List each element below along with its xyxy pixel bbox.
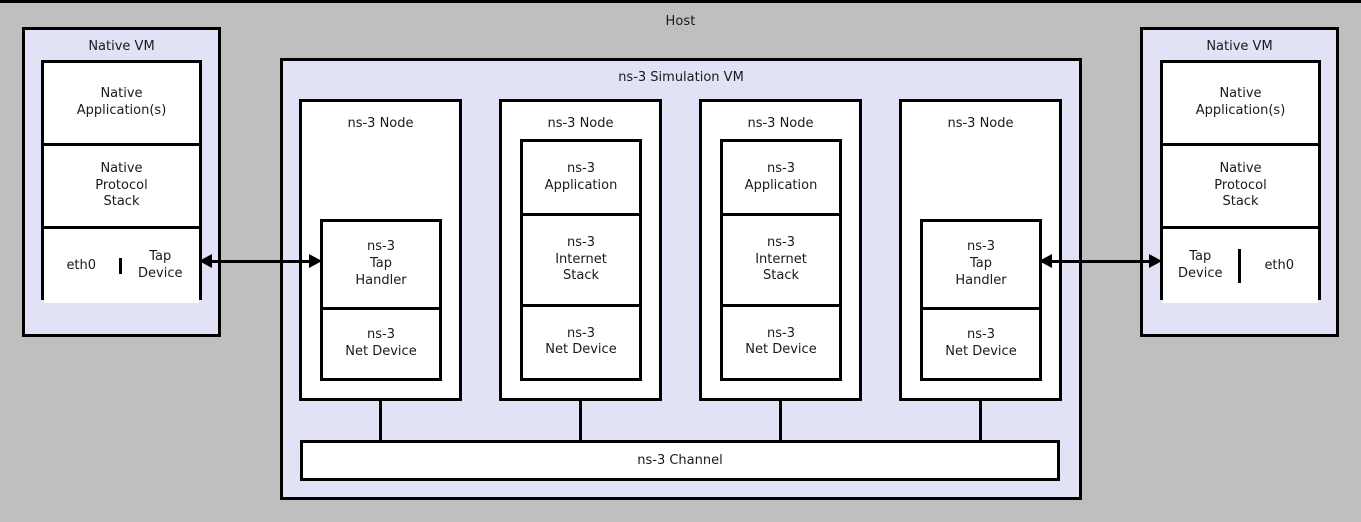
right-arrow-line bbox=[1047, 260, 1154, 263]
ns3-node-2-title: ns-3 Node bbox=[547, 116, 614, 131]
left-native-eth0: eth0 bbox=[44, 257, 122, 275]
right-native-protocol-stack: Native Protocol Stack bbox=[1163, 146, 1318, 229]
ns3-channel: ns-3 Channel bbox=[300, 440, 1060, 481]
ns3-node-4-stack: ns-3 Tap Handler ns-3 Net Device bbox=[920, 219, 1042, 381]
ns3-node-2-internet-stack: ns-3 Internet Stack bbox=[523, 216, 639, 307]
left-native-protocol-stack: Native Protocol Stack bbox=[44, 146, 199, 229]
ns3-node-2-application: ns-3 Application bbox=[523, 142, 639, 217]
right-native-tap-device: Tap Device bbox=[1163, 249, 1241, 283]
ns3-node-2-net-device: ns-3 Net Device bbox=[523, 306, 639, 378]
ns3-node-1-tap-handler: ns-3 Tap Handler bbox=[323, 222, 439, 310]
left-native-device-row: eth0 Tap Device bbox=[44, 229, 199, 303]
ns3-node-4-net-device: ns-3 Net Device bbox=[923, 309, 1039, 378]
ns3-node-3-title: ns-3 Node bbox=[747, 116, 814, 131]
right-native-eth0: eth0 bbox=[1240, 257, 1318, 275]
left-native-tap-device: Tap Device bbox=[121, 249, 199, 283]
node-4-channel-connector bbox=[979, 399, 982, 441]
ns3-node-3-net-device: ns-3 Net Device bbox=[723, 306, 839, 378]
right-native-vm-title: Native VM bbox=[1206, 39, 1273, 54]
ns3-node-3-internet-stack: ns-3 Internet Stack bbox=[723, 216, 839, 307]
left-arrow-line bbox=[207, 260, 314, 263]
node-3-channel-connector bbox=[779, 399, 782, 441]
ns3-node-4-title: ns-3 Node bbox=[947, 116, 1014, 131]
right-native-application: Native Application(s) bbox=[1163, 63, 1318, 146]
ns3-simulation-vm-title: ns-3 Simulation VM bbox=[618, 70, 744, 85]
node-2-channel-connector bbox=[579, 399, 582, 441]
ns3-node-4-tap-handler: ns-3 Tap Handler bbox=[923, 222, 1039, 310]
left-native-vm-stack: Native Application(s) Native Protocol St… bbox=[41, 60, 202, 303]
ns3-node-1-net-device: ns-3 Net Device bbox=[323, 309, 439, 378]
left-tap-bridge-arrow bbox=[199, 252, 322, 272]
ns3-node-1-stack: ns-3 Tap Handler ns-3 Net Device bbox=[320, 219, 442, 381]
ns3-node-3-stack: ns-3 Application ns-3 Internet Stack ns-… bbox=[720, 139, 842, 381]
left-native-vm-title: Native VM bbox=[88, 39, 155, 54]
ns3-channel-label: ns-3 Channel bbox=[637, 453, 723, 468]
host-title: Host bbox=[665, 14, 696, 29]
right-native-vm-stack: Native Application(s) Native Protocol St… bbox=[1160, 60, 1321, 303]
left-arrow-head-right bbox=[309, 254, 322, 268]
ns3-node-2-stack: ns-3 Application ns-3 Internet Stack ns-… bbox=[520, 139, 642, 381]
node-1-channel-connector bbox=[379, 399, 382, 441]
ns3-node-3-application: ns-3 Application bbox=[723, 142, 839, 217]
left-arrow-head-left bbox=[199, 254, 212, 268]
left-native-application: Native Application(s) bbox=[44, 63, 199, 146]
right-native-device-row: Tap Device eth0 bbox=[1163, 229, 1318, 303]
ns3-node-1-title: ns-3 Node bbox=[347, 116, 414, 131]
right-arrow-head-right bbox=[1149, 254, 1162, 268]
right-tap-bridge-arrow bbox=[1039, 252, 1162, 272]
right-arrow-head-left bbox=[1039, 254, 1052, 268]
